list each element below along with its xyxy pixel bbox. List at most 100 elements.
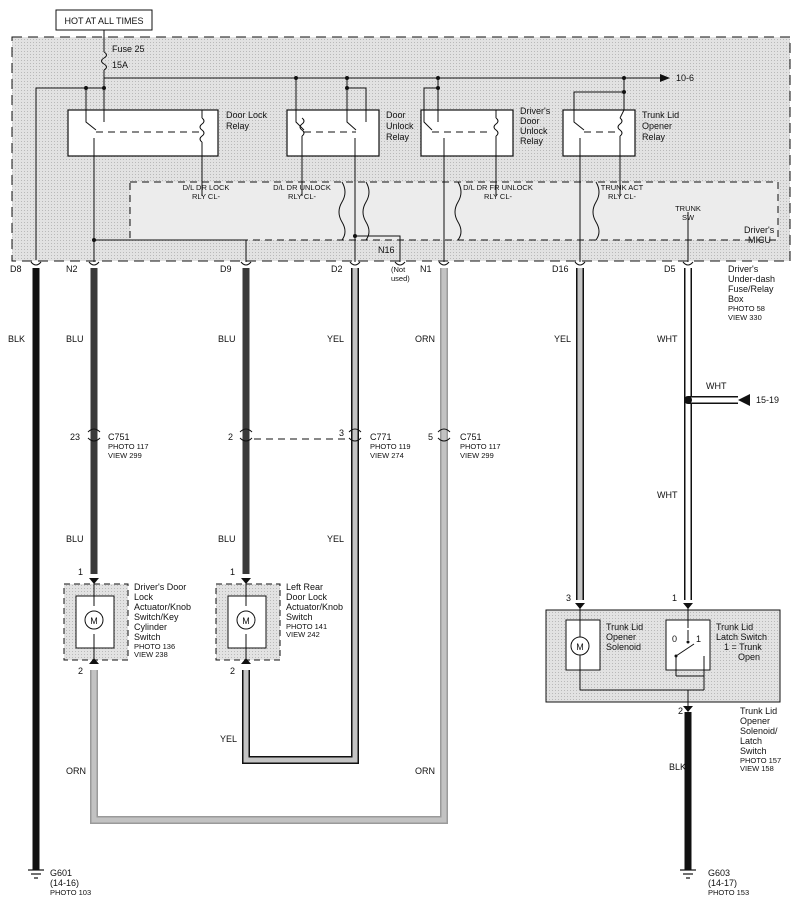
actuator-driver-label-1: Driver's Door [134, 582, 186, 592]
trunk-unit-label-5: Switch [740, 746, 767, 756]
terminal-d2: D2 [331, 264, 343, 274]
trunk-pin-solenoid: 3 [566, 593, 571, 603]
c771-pin-left: 2 [228, 432, 233, 442]
c751l-view: VIEW 299 [108, 451, 142, 460]
g603-name: G603 [708, 868, 730, 878]
solenoid-label-1: Trunk Lid [606, 622, 643, 632]
wc-blu-n2-lower: BLU [66, 534, 84, 544]
ground-g601-symbol [28, 869, 44, 879]
trunk-pin-switch: 1 [672, 593, 677, 603]
motor-left-rear [236, 610, 256, 630]
splice-color: WHT [706, 381, 727, 391]
hot-label: HOT AT ALL TIMES [64, 16, 143, 26]
micu-trunk-act-1: TRUNK ACT [601, 183, 644, 192]
wc-wht-d5-lower: WHT [657, 490, 678, 500]
switch-label-3: 1 = Trunk [724, 642, 762, 652]
relay-door-unlock-label-3: Relay [386, 132, 410, 142]
micu-label-1: Driver's [744, 225, 775, 235]
ground-g603-symbol [680, 869, 696, 879]
fusebox-label-3: Fuse/Relay [728, 284, 774, 294]
terminal-n16-note-1: (Not [391, 265, 406, 274]
actuator-driver-label-3: Actuator/Knob [134, 602, 191, 612]
fusebox-label-2: Under-dash [728, 274, 775, 284]
actuator-lr-label-2: Door Lock [286, 592, 328, 602]
actuator-lr-view: VIEW 242 [286, 630, 320, 639]
micu-fr-unlock-2: RLY CL- [484, 192, 513, 201]
g603-ref: (14-17) [708, 878, 737, 888]
fuse-rating: 15A [112, 60, 128, 70]
relay-trunk-label-2: Opener [642, 121, 672, 131]
solenoid-label-3: Solenoid [606, 642, 641, 652]
wc-blk-right: BLK [669, 762, 686, 772]
switch-pos-0: 0 [672, 634, 677, 644]
micu-trunk-sw-2: SW [682, 213, 695, 222]
trunk-unit-label-1: Trunk Lid [740, 706, 777, 716]
terminal-d5: D5 [664, 264, 676, 274]
c771-photo: PHOTO 119 [370, 442, 411, 451]
micu-lock-2: RLY CL- [192, 192, 221, 201]
relay-driver-unlock-label-4: Relay [520, 136, 544, 146]
trunk-unit-photo: PHOTO 157 [740, 756, 781, 765]
wc-blu-d9: BLU [218, 334, 236, 344]
c771-name: C771 [370, 432, 392, 442]
trunk-unit-label-3: Solenoid/ [740, 726, 778, 736]
c751l-photo: PHOTO 117 [108, 442, 149, 451]
g601-photo: PHOTO 103 [50, 888, 91, 897]
relay-trunk-lid-opener [562, 109, 636, 157]
wire-orn-n1 [90, 268, 448, 824]
connector-c771 [239, 428, 362, 442]
actuator-lr-photo: PHOTO 141 [286, 622, 327, 631]
terminal-d16: D16 [552, 264, 569, 274]
wc-yel-d2: YEL [327, 334, 344, 344]
actuator-lr-label-3: Actuator/Knob [286, 602, 343, 612]
wc-wht-d5: WHT [657, 334, 678, 344]
terminal-n1: N1 [420, 264, 432, 274]
switch-label-1: Trunk Lid [716, 622, 753, 632]
switch-pos-1: 1 [696, 634, 701, 644]
g601-ref: (14-16) [50, 878, 79, 888]
motor-driver-label: M [90, 616, 98, 626]
fusebox-label-1: Driver's [728, 264, 759, 274]
wc-orn-right-bottom: ORN [415, 766, 435, 776]
switch-label-4: Open [738, 652, 760, 662]
trunk-switch-box [665, 619, 711, 671]
actuator-lr-label-1: Left Rear [286, 582, 323, 592]
wc-blk-left: BLK [8, 334, 25, 344]
fusebox-label-5: PHOTO 58 [728, 304, 765, 313]
wc-yel-d2-lower: YEL [327, 534, 344, 544]
arrow-15-19 [738, 394, 750, 406]
latch-switch-symbol [675, 630, 695, 676]
micu-lock-1: D/L DR LOCK [183, 183, 230, 192]
connector-c751-left [87, 428, 101, 442]
splice-point [684, 396, 692, 404]
relay-trunk-label-1: Trunk Lid [642, 110, 679, 120]
micu-trunk-act-2: RLY CL- [608, 192, 637, 201]
terminal-d9: D9 [220, 264, 232, 274]
wc-blu-d9-lower: BLU [218, 534, 236, 544]
trunk-unit-label-4: Latch [740, 736, 762, 746]
relay-driver-unlock-label-1: Driver's [520, 106, 551, 116]
actuator-lr-pin-bottom: 2 [230, 666, 235, 676]
trunk-pin-ground: 2 [678, 706, 683, 716]
splice-ref: 15-19 [756, 395, 779, 405]
relay-driver-unlock-label-3: Unlock [520, 126, 548, 136]
actuator-lr-label-4: Switch [286, 612, 313, 622]
wc-blu-n2: BLU [66, 334, 84, 344]
relay-door-lock-label-1: Door Lock [226, 110, 268, 120]
motor-trunk-label: M [576, 642, 584, 652]
fusebox-label-6: VIEW 330 [728, 313, 762, 322]
fusebox-label-4: Box [728, 294, 744, 304]
relay-door-lock [67, 109, 219, 157]
micu-unlock-2: RLY CL- [288, 192, 317, 201]
wc-orn-left-bottom: ORN [66, 766, 86, 776]
actuator-driver-label-4: Switch/Key [134, 612, 179, 622]
actuator-driver-view: VIEW 238 [134, 650, 168, 659]
relay-door-unlock-label-2: Unlock [386, 121, 414, 131]
micu-fr-unlock-1: D/L DR FR UNLOCK [463, 183, 533, 192]
c751r-photo: PHOTO 117 [460, 442, 501, 451]
actuator-driver-photo: PHOTO 136 [134, 642, 175, 651]
solenoid-label-2: Opener [606, 632, 636, 642]
ref-10-6: 10-6 [676, 73, 694, 83]
